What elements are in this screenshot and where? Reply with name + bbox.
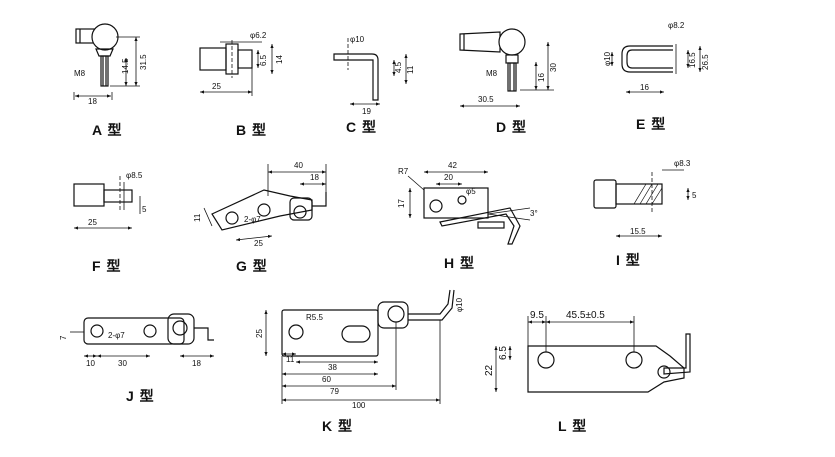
j-c-label: 18 [192, 359, 201, 368]
type-c-caption: C 型 [346, 119, 377, 135]
k-slot-label: R5.5 [306, 313, 323, 322]
type-a-drawing [73, 23, 140, 100]
c-h1-label: 4.5 [394, 61, 403, 73]
d-h2-label: 30 [549, 63, 558, 72]
type-k-drawing [264, 289, 455, 404]
d-len-label: 30.5 [478, 95, 494, 104]
e-w1-label: 16.5 [688, 52, 697, 68]
e-hole-label: φ8.2 [668, 21, 685, 30]
type-b-caption: B 型 [236, 122, 267, 138]
j-b-label: 30 [118, 359, 127, 368]
type-d-caption: D 型 [496, 119, 527, 135]
type-i-drawing [593, 169, 690, 238]
g-left-label: 11 [193, 213, 202, 222]
l-b-label: 45.5±0.5 [566, 310, 605, 321]
type-l-caption: L 型 [558, 418, 588, 434]
type-k-caption: K 型 [322, 418, 353, 434]
f-len-label: 25 [88, 218, 97, 227]
b-w2-label: 14 [275, 55, 284, 64]
type-b-drawing [199, 40, 274, 96]
i-hole-label: φ8.3 [674, 159, 691, 168]
type-g-caption: G 型 [236, 258, 268, 274]
type-c-drawing [333, 38, 408, 106]
g-mid-label: 25 [254, 239, 263, 248]
type-j-caption: J 型 [126, 388, 155, 404]
h-angle-label: 3° [530, 209, 538, 218]
type-a-caption: A 型 [92, 122, 123, 138]
j-left-label: 7 [59, 335, 68, 340]
c-hole-label: φ10 [350, 35, 365, 44]
type-f-drawing [73, 176, 141, 230]
k-b-label: 38 [328, 363, 337, 372]
a-width-label: 18 [88, 97, 97, 106]
i-len-label: 15.5 [630, 227, 646, 236]
g-holes-label: 2-φ7 [244, 215, 261, 224]
type-l-drawing [494, 316, 691, 393]
type-e-drawing [610, 44, 702, 94]
type-i-caption: I 型 [616, 252, 641, 268]
e-dia-label: φ10 [603, 51, 612, 66]
c-len-label: 19 [362, 107, 371, 116]
type-h-drawing [407, 170, 531, 245]
l-a-label: 9.5 [530, 310, 544, 321]
h-mid-label: 20 [444, 173, 453, 182]
d-thread-label: M8 [486, 69, 498, 78]
j-a-label: 10 [86, 359, 95, 368]
b-hole-label: φ6.2 [250, 31, 267, 40]
type-j-drawing [70, 313, 214, 358]
k-height-label: 25 [255, 329, 264, 338]
a-h2-label: 31.5 [139, 54, 148, 70]
i-h-label: 5 [692, 191, 697, 200]
l-h2-label: 22 [484, 364, 495, 376]
k-c-label: 60 [322, 375, 331, 384]
f-hole-label: φ8.5 [126, 171, 143, 180]
h-height-label: 17 [397, 199, 406, 208]
type-f-caption: F 型 [92, 258, 122, 274]
type-e-caption: E 型 [636, 116, 667, 132]
k-d-label: 79 [330, 387, 339, 396]
l-h1-label: 6.5 [498, 346, 509, 360]
type-g-drawing [203, 164, 327, 242]
f-h-label: 5 [142, 205, 147, 214]
type-d-drawing [459, 28, 554, 108]
c-h2-label: 11 [406, 65, 415, 74]
e-w2-label: 26.5 [701, 54, 710, 70]
e-len-label: 16 [640, 83, 649, 92]
a-h1-label: 14.5 [121, 58, 130, 74]
k-a-label: 11 [286, 355, 295, 364]
d-h1-label: 16 [537, 73, 546, 82]
h-dia-label: φ5 [466, 187, 476, 196]
a-thread-label: M8 [74, 69, 86, 78]
k-dia-label: φ10 [455, 297, 464, 312]
j-holes-label: 2-φ7 [108, 331, 125, 340]
k-e-label: 100 [352, 401, 366, 410]
h-top-label: 42 [448, 161, 457, 170]
b-w1-label: 6.5 [259, 54, 268, 66]
g-right-label: 18 [310, 173, 319, 182]
type-h-caption: H 型 [444, 255, 475, 271]
b-len-label: 25 [212, 82, 221, 91]
h-radius-label: R7 [398, 167, 409, 176]
g-top-label: 40 [294, 161, 303, 170]
